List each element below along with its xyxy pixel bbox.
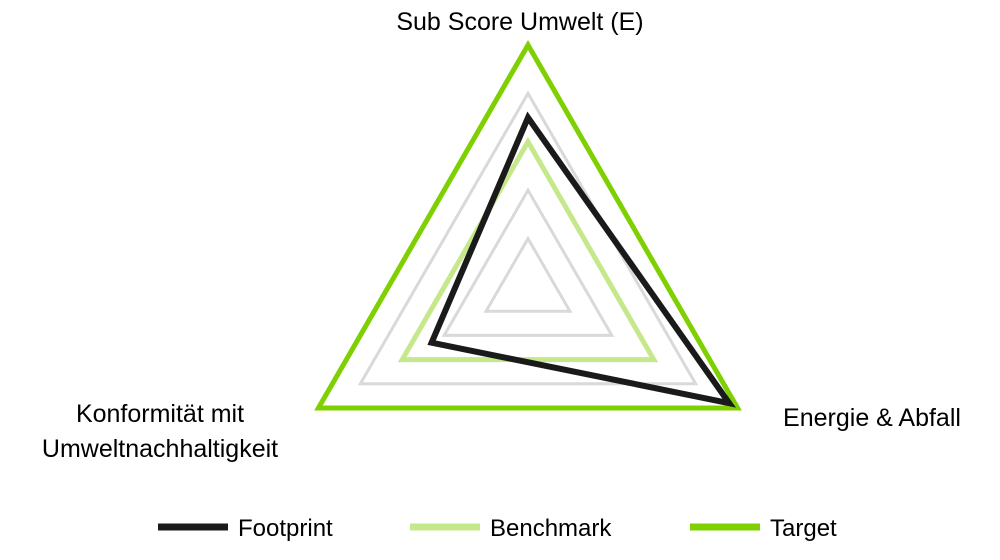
axis-label-left-line1: Konformität mit: [76, 400, 244, 428]
series-target: [314, 39, 742, 411]
legend-label-footprint: Footprint: [238, 515, 333, 542]
grid-ring: [441, 187, 615, 337]
axis-label-top: Sub Score Umwelt (E): [396, 8, 643, 36]
axis-label-right: Energie & Abfall: [783, 404, 961, 432]
legend: Footprint Benchmark Target: [158, 515, 837, 542]
grid-ring: [315, 41, 741, 410]
grid-rings: [315, 41, 741, 410]
series-footprint: [427, 111, 736, 408]
axis-label-left-line2: Umweltnachhaltigkeit: [42, 435, 278, 463]
series-group: [314, 39, 742, 411]
legend-label-target: Target: [770, 515, 837, 542]
legend-label-benchmark: Benchmark: [490, 515, 612, 542]
grid-ring: [483, 235, 573, 313]
